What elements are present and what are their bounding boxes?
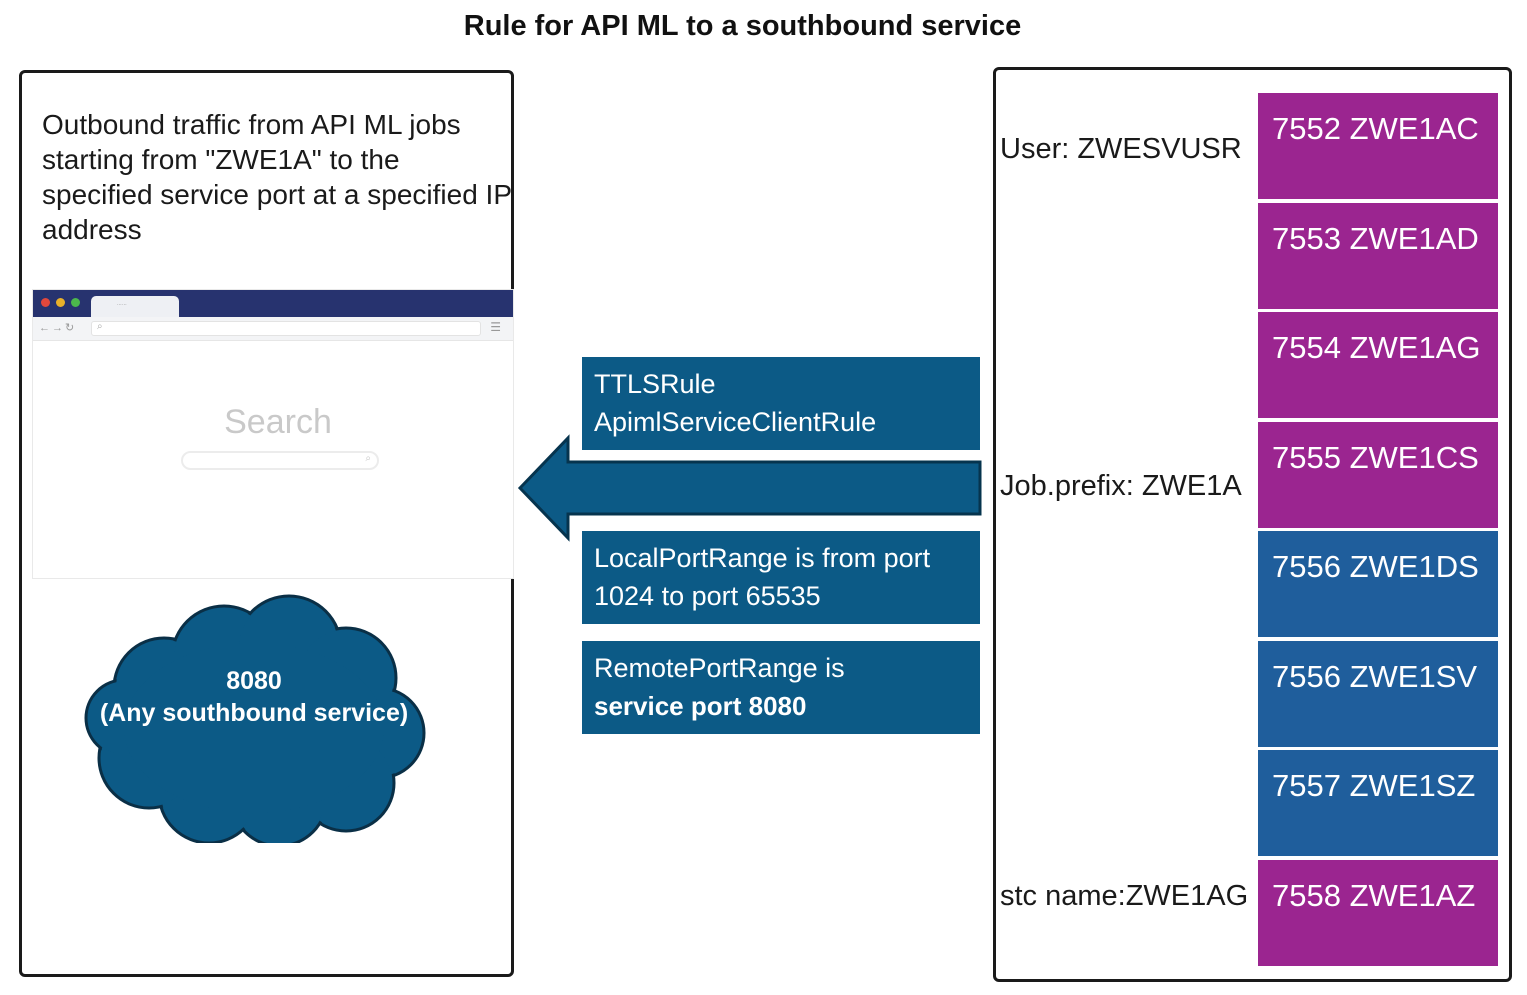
arrow-left-icon (517, 434, 982, 542)
search-heading: Search (224, 403, 332, 441)
job-item: 7554 ZWE1AG (1258, 312, 1498, 418)
remote-port-range-line1: RemotePortRange is (594, 653, 845, 683)
menu-icon: ☰ (490, 320, 501, 334)
job-item: 7558 ZWE1AZ (1258, 859, 1498, 966)
nav-arrows-icon: ←→↻ (39, 322, 77, 334)
minimize-window-icon (56, 298, 65, 307)
local-port-range-line2: 1024 to port 65535 (594, 581, 821, 611)
search-box: ⌕ (181, 451, 379, 470)
job-item: 7556 ZWE1SV (1258, 640, 1498, 747)
search-box-icon: ⌕ (365, 453, 371, 464)
cloud-service-label: (Any southbound service) (99, 699, 409, 727)
right-panel: User: ZWESVUSR Job.prefix: ZWE1A stc nam… (993, 67, 1512, 982)
outbound-traffic-description: Outbound traffic from API ML jobs starti… (42, 109, 512, 245)
job-item: 7553 ZWE1AD (1258, 202, 1498, 309)
local-port-range-box: LocalPortRange is from port 1024 to port… (582, 531, 980, 624)
job-item: 7557 ZWE1SZ (1258, 750, 1498, 856)
left-panel: Outbound traffic from API ML jobs starti… (19, 70, 514, 977)
job-item: 7555 ZWE1CS (1258, 421, 1498, 528)
cloud-icon (84, 594, 426, 843)
diagram-title: Rule for API ML to a southbound service (463, 10, 1022, 42)
maximize-window-icon (71, 298, 80, 307)
job-item: 7556 ZWE1DS (1258, 531, 1498, 637)
job-item: 7552 ZWE1AC (1258, 93, 1498, 199)
url-bar: ⌕ (91, 321, 481, 336)
search-icon: ⌕ (97, 321, 103, 332)
ttls-rule-name: ApimlServiceClientRule (594, 407, 877, 437)
stc-name-label: stc name:ZWE1AG (1000, 880, 1249, 912)
cloud-port: 8080 (226, 667, 282, 695)
ttls-rule-box: TTLSRule ApimlServiceClientRule (582, 357, 980, 450)
cloud-label: 8080 (Any southbound service) (84, 665, 424, 729)
browser-illustration: ⋯⋯ ←→↻ ⌕ ☰ Search ⌕ (32, 289, 514, 579)
job-prefix-label: Job.prefix: ZWE1A (1000, 470, 1242, 502)
remote-port-range-line2: service port 8080 (594, 691, 807, 721)
remote-port-range-box: RemotePortRange is service port 8080 (582, 641, 980, 734)
local-port-range-line1: LocalPortRange is from port (594, 543, 931, 573)
browser-tab: ⋯⋯ (91, 296, 179, 317)
browser-nav-bar: ←→↻ ⌕ ☰ (33, 317, 513, 341)
user-label: User: ZWESVUSR (1000, 133, 1242, 165)
close-window-icon (41, 298, 50, 307)
browser-tab-label: ⋯⋯ (117, 302, 127, 308)
browser-title-bar: ⋯⋯ (33, 290, 513, 317)
ttls-rule-title: TTLSRule (594, 369, 716, 399)
